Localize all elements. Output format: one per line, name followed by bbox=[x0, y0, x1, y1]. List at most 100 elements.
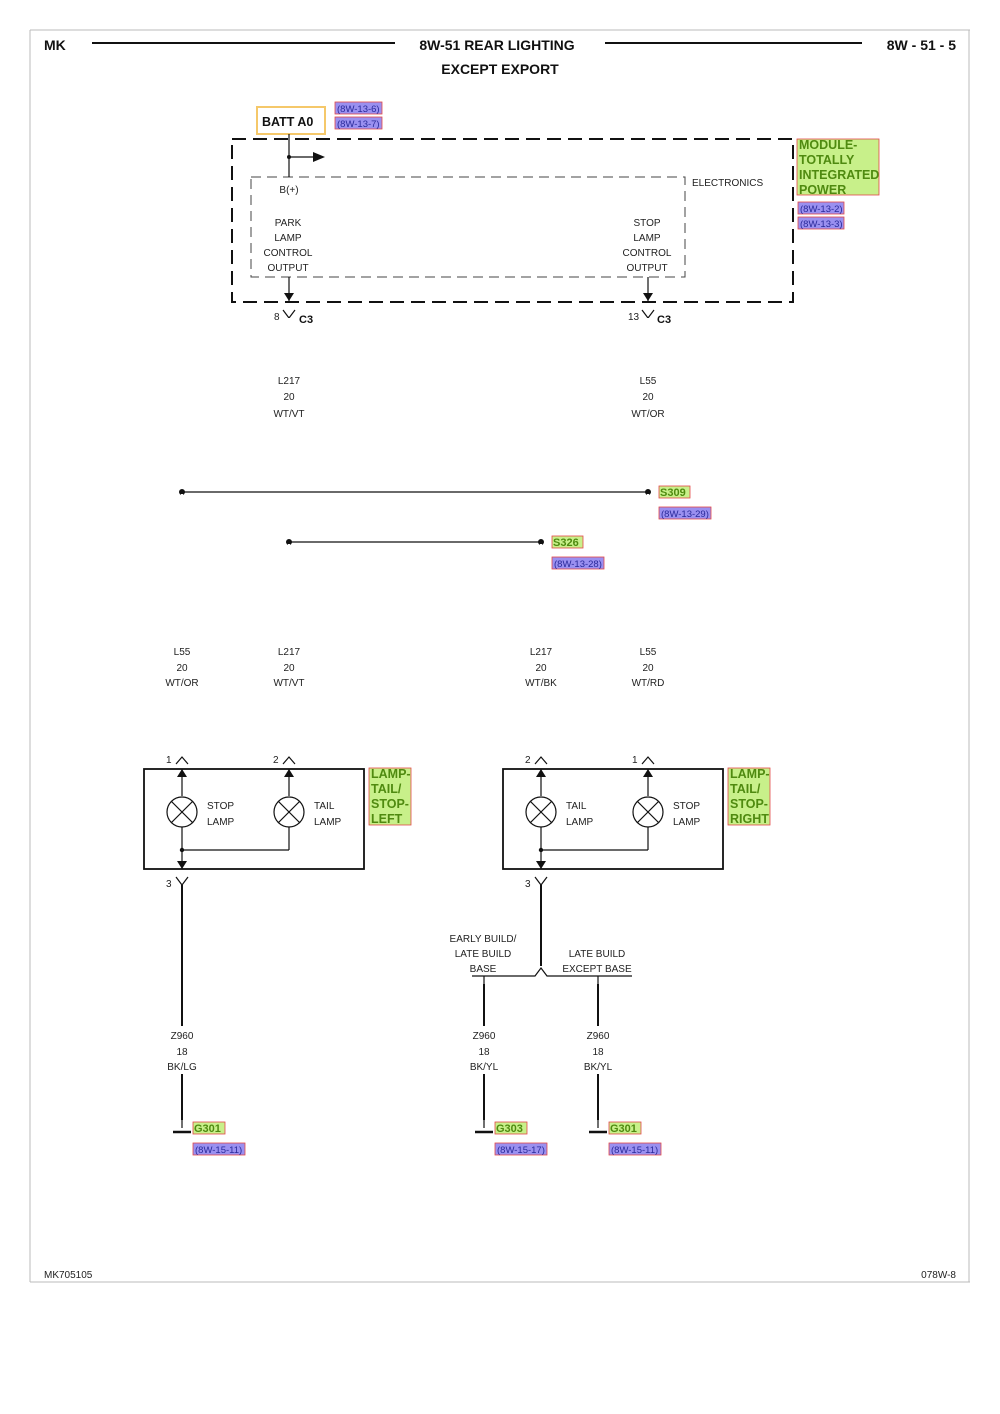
build-option-text: EARLY BUILD/ bbox=[450, 934, 517, 945]
s309-label[interactable]: S309 bbox=[660, 487, 686, 499]
module-ref-2[interactable]: (8W-13-3) bbox=[800, 219, 843, 230]
module-name-3[interactable]: INTEGRATED bbox=[799, 168, 879, 182]
wire-label: WT/OR bbox=[165, 678, 198, 689]
bplus-label: B(+) bbox=[279, 185, 298, 196]
stop-text-1: STOP bbox=[633, 218, 660, 229]
wire-label: 20 bbox=[283, 392, 295, 403]
build-option-text: BASE bbox=[470, 964, 497, 975]
lamp-left-pin-2: 2 bbox=[273, 755, 279, 766]
wire-label: L55 bbox=[640, 376, 657, 387]
wire-label: L55 bbox=[174, 647, 191, 658]
s326-label[interactable]: S326 bbox=[553, 537, 579, 549]
wire-label: L55 bbox=[640, 647, 657, 658]
module-ref-1[interactable]: (8W-13-2) bbox=[800, 204, 843, 215]
wire-label: 18 bbox=[592, 1047, 604, 1058]
bulb-label: LAMP bbox=[207, 817, 235, 828]
wire-label: 20 bbox=[176, 663, 188, 674]
park-text-4: OUTPUT bbox=[267, 263, 308, 274]
lamp-left-pin-3: 3 bbox=[166, 879, 172, 890]
c3-right-pin: 13 bbox=[628, 312, 640, 323]
g303-ref[interactable]: (8W-15-17) bbox=[497, 1145, 545, 1156]
build-option-text: LATE BUILD bbox=[569, 949, 626, 960]
park-text-2: LAMP bbox=[274, 233, 302, 244]
wire-label: L217 bbox=[278, 647, 301, 658]
bulb-label: TAIL bbox=[314, 801, 335, 812]
s326-ref[interactable]: (8W-13-28) bbox=[554, 559, 602, 570]
connector-male-icon bbox=[282, 756, 296, 765]
build-option-text: LATE BUILD bbox=[455, 949, 512, 960]
lamp-right-name-3[interactable]: STOP- bbox=[730, 797, 768, 811]
wire-label: BK/YL bbox=[470, 1062, 499, 1073]
bulb-icon bbox=[525, 796, 557, 828]
lamp-right-pin-3: 3 bbox=[525, 879, 531, 890]
header-title: 8W-51 REAR LIGHTING bbox=[419, 37, 574, 53]
module-name-2[interactable]: TOTALLY bbox=[799, 153, 855, 167]
park-text-3: CONTROL bbox=[264, 248, 313, 259]
batt-ref-2[interactable]: (8W-13-7) bbox=[337, 119, 380, 130]
build-option-text: EXCEPT BASE bbox=[562, 964, 632, 975]
lamp-left-name-2[interactable]: TAIL/ bbox=[371, 782, 402, 796]
ground-icon bbox=[475, 1120, 493, 1134]
lamp-left-name-1[interactable]: LAMP- bbox=[371, 767, 411, 781]
park-text-1: PARK bbox=[275, 218, 302, 229]
lamp-left-pin-1: 1 bbox=[166, 755, 172, 766]
batt-box bbox=[256, 106, 326, 135]
batt-label: BATT A0 bbox=[262, 115, 313, 129]
wire-label: WT/BK bbox=[525, 678, 557, 689]
bulb-icon bbox=[632, 796, 664, 828]
stop-text-4: OUTPUT bbox=[626, 263, 667, 274]
build-split bbox=[472, 967, 632, 977]
bulb-label: STOP bbox=[673, 801, 700, 812]
wire-label: 20 bbox=[535, 663, 547, 674]
s309-ref[interactable]: (8W-13-29) bbox=[661, 509, 709, 520]
footer-right: 078W-8 bbox=[921, 1270, 956, 1281]
lamp-left-name-4[interactable]: LEFT bbox=[371, 812, 403, 826]
lamp-right-name-1[interactable]: LAMP- bbox=[730, 767, 770, 781]
lamp-left-name-3[interactable]: STOP- bbox=[371, 797, 409, 811]
lamp-right-name-2[interactable]: TAIL/ bbox=[730, 782, 761, 796]
wire-label: 18 bbox=[176, 1047, 188, 1058]
g301-right-ref[interactable]: (8W-15-11) bbox=[611, 1145, 658, 1156]
wire-label: Z960 bbox=[473, 1031, 496, 1042]
g301-left-ref[interactable]: (8W-15-11) bbox=[195, 1145, 242, 1156]
connector-male-icon bbox=[641, 756, 655, 765]
wire-label: 18 bbox=[478, 1047, 490, 1058]
wire-label: WT/VT bbox=[273, 678, 304, 689]
bulb-label: LAMP bbox=[673, 817, 701, 828]
wire-label: Z960 bbox=[171, 1031, 194, 1042]
bulb-label: LAMP bbox=[566, 817, 594, 828]
connector-female-icon bbox=[282, 309, 296, 319]
connector-male-icon bbox=[534, 756, 548, 765]
wire-label: L217 bbox=[278, 376, 301, 387]
lamp-right-box bbox=[502, 768, 724, 870]
footer-left: MK705105 bbox=[44, 1270, 93, 1281]
electronics-label: ELECTRONICS bbox=[692, 178, 763, 189]
wire-label: WT/OR bbox=[631, 409, 664, 420]
connector-male-icon bbox=[175, 756, 189, 765]
wire-label: 20 bbox=[642, 663, 654, 674]
stop-text-2: LAMP bbox=[633, 233, 661, 244]
g301-left-label[interactable]: G301 bbox=[194, 1123, 221, 1135]
g303-label[interactable]: G303 bbox=[496, 1123, 523, 1135]
bulb-icon bbox=[273, 796, 305, 828]
wire-label: WT/RD bbox=[632, 678, 665, 689]
batt-ref-1[interactable]: (8W-13-6) bbox=[337, 104, 380, 115]
stop-text-3: CONTROL bbox=[623, 248, 672, 259]
bulb-label: TAIL bbox=[566, 801, 587, 812]
header-left: MK bbox=[44, 37, 66, 53]
bulb-label: LAMP bbox=[314, 817, 342, 828]
header-subtitle: EXCEPT EXPORT bbox=[441, 61, 559, 77]
lamp-right-name-4[interactable]: RIGHT bbox=[730, 812, 769, 826]
module-name-4[interactable]: POWER bbox=[799, 183, 846, 197]
g301-right-label[interactable]: G301 bbox=[610, 1123, 637, 1135]
arrow-right-icon bbox=[313, 152, 325, 162]
wire-label: BK/YL bbox=[584, 1062, 613, 1073]
bulb-icon bbox=[166, 796, 198, 828]
wire-label: Z960 bbox=[587, 1031, 610, 1042]
electronics-box bbox=[250, 176, 686, 278]
lamp-right-pin-1: 1 bbox=[632, 755, 638, 766]
module-box bbox=[231, 138, 794, 303]
lamp-right-pin-2: 2 bbox=[525, 755, 531, 766]
module-name-1[interactable]: MODULE- bbox=[799, 138, 857, 152]
